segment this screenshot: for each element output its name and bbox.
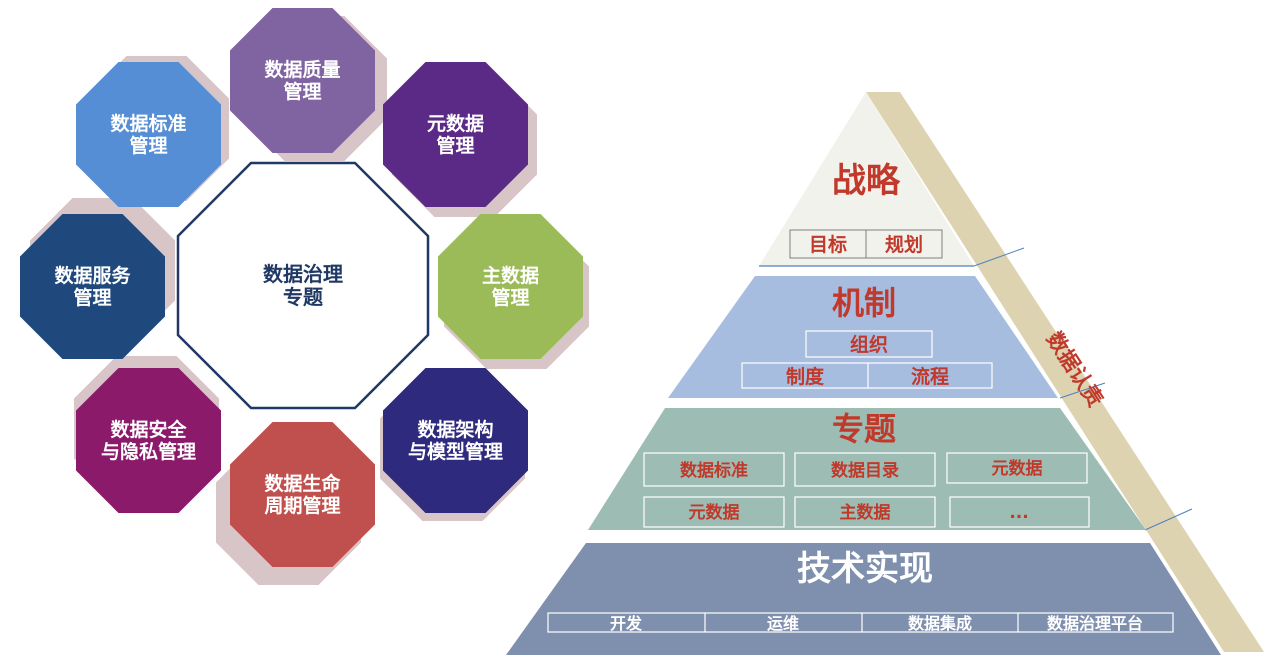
topic-item-catalog: 数据目录: [831, 460, 899, 481]
topic-lifecycle: 数据生命 周期管理: [230, 422, 375, 567]
tech-item-ops: 运维: [767, 614, 799, 633]
center-title: 数据治理 专题: [263, 261, 343, 309]
level-tech: [506, 543, 1221, 655]
mechanism-org-box: [805, 330, 933, 358]
level-tech-title: 技术实现: [797, 549, 933, 589]
topic-item-box: [949, 496, 1090, 528]
topic-item-box: [794, 496, 936, 528]
topic-master-data: 主数据 管理: [438, 214, 583, 359]
topic-metadata: 元数据 管理: [383, 62, 528, 207]
mechanism-items-box: [741, 362, 993, 389]
topic-item-box: [794, 452, 936, 487]
topic-item-standard: 数据标准: [680, 460, 748, 481]
level-mechanism-title: 机制: [832, 284, 896, 322]
tech-item-platform: 数据治理平台: [1047, 614, 1143, 633]
level-mechanism: [668, 276, 1058, 398]
side-band: [866, 92, 1264, 652]
mechanism-item-org: 组织: [850, 333, 888, 356]
level-topic-title: 专题: [832, 410, 896, 448]
band-divider: [1059, 382, 1106, 399]
topic-security: 数据安全 与隐私管理: [76, 368, 221, 513]
level-strategy-title: 战略: [832, 161, 901, 201]
band-divider: [1144, 508, 1193, 531]
center-octagon: [176, 161, 430, 410]
topic-architecture: 数据架构 与模型管理: [383, 368, 528, 513]
topic-item-box: [946, 452, 1088, 484]
band-divider: [973, 247, 1025, 267]
topic-quality: 数据质量 管理: [230, 8, 375, 153]
mechanism-item-rules: 制度: [786, 365, 825, 388]
strategy-item-plan: 规划: [885, 233, 923, 256]
topic-standard: 数据标准 管理: [76, 62, 221, 207]
topic-item-metadata-2: 元数据: [689, 502, 740, 523]
tech-item-integration: 数据集成: [908, 614, 972, 633]
level-topic: [588, 408, 1146, 530]
level-strategy: [759, 92, 974, 266]
topic-item-metadata-1: 元数据: [992, 458, 1043, 479]
topic-item-master: 主数据: [840, 502, 891, 523]
mechanism-item-process: 流程: [911, 365, 949, 388]
topic-service: 数据服务 管理: [20, 214, 165, 359]
tech-item-dev: 开发: [610, 614, 643, 633]
topic-item-box: [643, 496, 785, 528]
topic-item-more: ...: [1009, 503, 1028, 523]
topic-item-box: [643, 452, 785, 487]
tech-items-box: [547, 612, 1174, 633]
strategy-item-goal: 目标: [809, 234, 847, 256]
